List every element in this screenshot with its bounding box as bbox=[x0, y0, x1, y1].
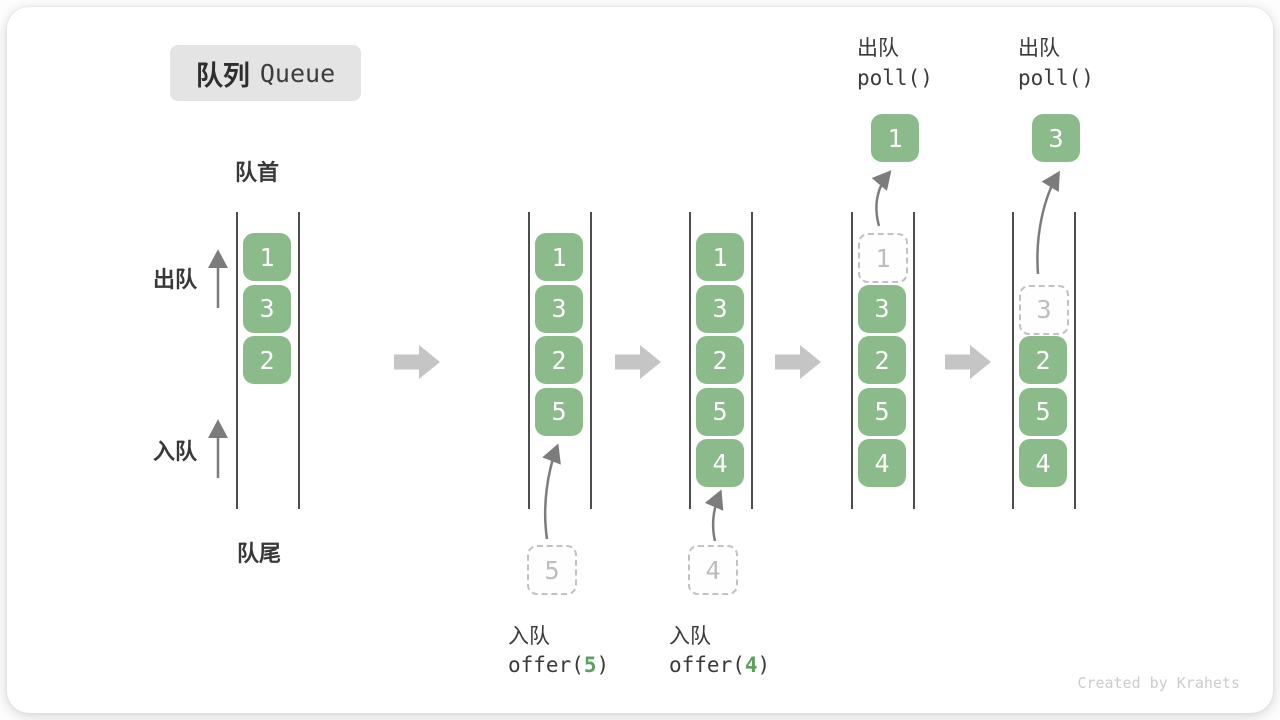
queue-item: 4 bbox=[696, 439, 744, 487]
queue-channel-line bbox=[528, 212, 530, 509]
incoming-item-ghost: 4 bbox=[688, 545, 738, 595]
dequeue-op-code: poll() bbox=[857, 66, 933, 90]
queue-channel-line bbox=[751, 212, 753, 509]
queue-item-ghost: 1 bbox=[858, 233, 908, 283]
diagram-card bbox=[7, 7, 1273, 713]
queue-item: 2 bbox=[1019, 336, 1067, 384]
dequeue-op-label: 出队 bbox=[857, 37, 899, 60]
enqueue-op-code: offer(4) bbox=[669, 653, 770, 677]
queue-item: 2 bbox=[535, 336, 583, 384]
queue-channel-line bbox=[1074, 212, 1076, 509]
queue-rear-label: 队尾 bbox=[237, 541, 282, 566]
queue-item: 3 bbox=[535, 284, 583, 333]
title-chinese: 队列 bbox=[195, 60, 250, 91]
queue-item: 4 bbox=[858, 439, 906, 487]
queue-item: 2 bbox=[696, 336, 744, 384]
queue-item: 3 bbox=[696, 284, 744, 333]
queue-channel-line bbox=[590, 212, 592, 509]
outgoing-item: 1 bbox=[871, 114, 919, 162]
queue-channel-line bbox=[913, 212, 915, 509]
queue-item: 5 bbox=[696, 387, 744, 436]
queue-channel-line bbox=[1012, 212, 1014, 509]
queue-channel-line bbox=[689, 212, 691, 509]
queue-item: 5 bbox=[858, 387, 906, 436]
queue-channel-line bbox=[298, 212, 300, 509]
queue-front-label: 队首 bbox=[235, 160, 280, 185]
queue-item: 1 bbox=[535, 233, 583, 281]
outgoing-item: 3 bbox=[1032, 114, 1080, 162]
queue-item-ghost: 3 bbox=[1019, 284, 1069, 335]
enqueue-op-code: offer(5) bbox=[508, 653, 609, 677]
code-part: offer( bbox=[508, 653, 584, 677]
queue-item: 2 bbox=[243, 336, 291, 384]
enqueue-op-label: 入队 bbox=[669, 625, 711, 648]
dequeue-op-code: poll() bbox=[1018, 66, 1094, 90]
incoming-item-ghost: 5 bbox=[527, 545, 577, 595]
queue-item: 5 bbox=[535, 387, 583, 436]
queue-item: 3 bbox=[858, 284, 906, 333]
enqueue-side-label: 入队 bbox=[153, 439, 198, 464]
code-part: ) bbox=[596, 653, 610, 677]
dequeue-op-label: 出队 bbox=[1018, 37, 1060, 60]
queue-channel-line bbox=[236, 212, 238, 509]
watermark: Created by Krahets bbox=[1077, 674, 1240, 692]
queue-item: 5 bbox=[1019, 387, 1067, 436]
code-part: 5 bbox=[583, 653, 597, 677]
queue-item: 2 bbox=[858, 336, 906, 384]
queue-item: 1 bbox=[243, 233, 291, 281]
queue-item: 1 bbox=[696, 233, 744, 281]
title-english: Queue bbox=[259, 58, 336, 88]
code-part: 4 bbox=[744, 653, 758, 677]
code-part: ) bbox=[757, 653, 771, 677]
enqueue-op-label: 入队 bbox=[508, 625, 550, 648]
title-box: 队列 Queue bbox=[170, 45, 361, 101]
dequeue-side-label: 出队 bbox=[153, 267, 198, 292]
code-part: offer( bbox=[669, 653, 745, 677]
queue-item: 3 bbox=[243, 284, 291, 333]
queue-channel-line bbox=[851, 212, 853, 509]
queue-item: 4 bbox=[1019, 439, 1067, 487]
